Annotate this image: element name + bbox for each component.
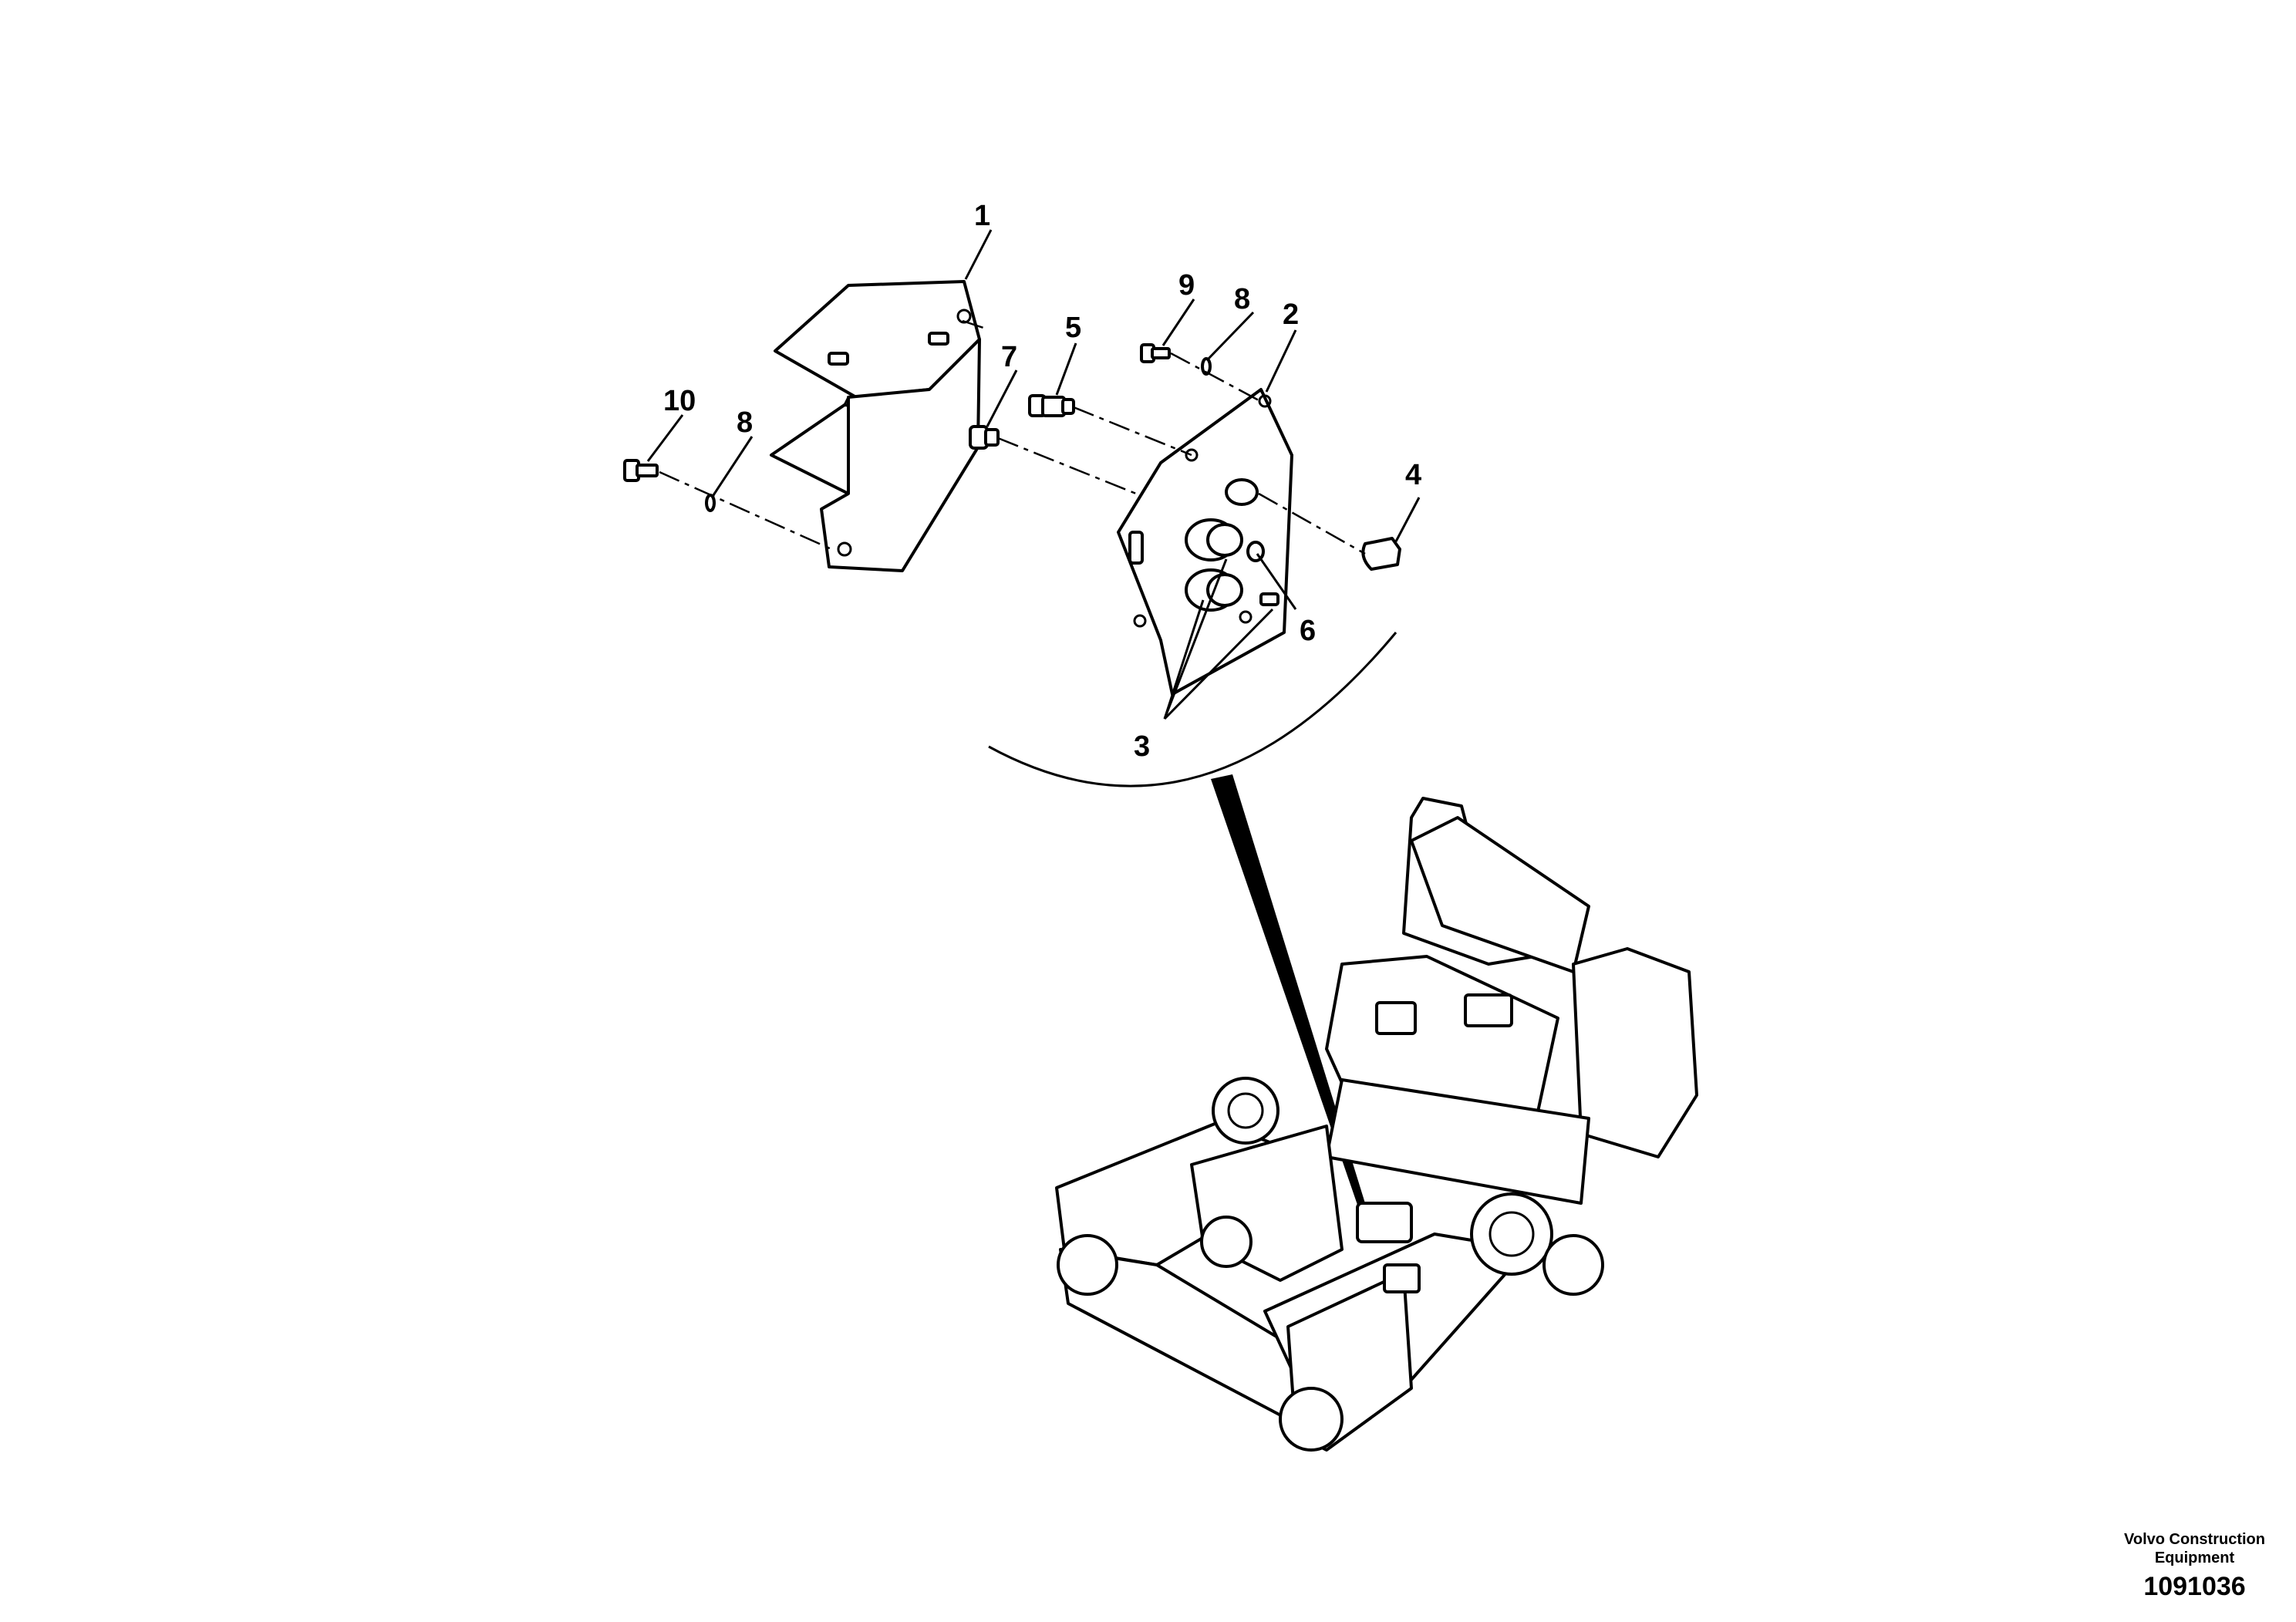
drawing-number: 1091036 (2143, 1572, 2246, 1601)
callout-2: 2 (1283, 298, 1299, 331)
adapter-part (1028, 394, 1075, 417)
screw-part-9 (1140, 343, 1171, 363)
callout-7: 7 (1001, 341, 1017, 373)
publisher-name-line2: Equipment (2154, 1549, 2235, 1566)
publisher-name-line1: Volvo Construction (2124, 1531, 2265, 1548)
callout-4: 4 (1405, 459, 1421, 491)
callout-1: 1 (974, 200, 990, 232)
callout-6: 6 (1300, 615, 1316, 647)
cap-part (1361, 537, 1401, 571)
machine-overview (1055, 797, 1698, 1452)
washer-part-b (1201, 357, 1212, 376)
screw-part-10 (623, 459, 659, 482)
publisher-block: Volvo Construction Equipment 1091036 (2124, 1530, 2265, 1603)
callout-8a: 8 (737, 406, 753, 439)
callout-3: 3 (1134, 730, 1150, 763)
callout-10: 10 (663, 385, 696, 417)
callout-5: 5 (1065, 312, 1081, 344)
washer-part-a (705, 494, 716, 512)
callout-leaders (646, 229, 1421, 720)
detail-arc (988, 632, 1397, 787)
callout-9: 9 (1178, 269, 1195, 302)
detail-pointer (1211, 774, 1365, 1205)
bracket-part (770, 280, 981, 572)
alignment-lines (659, 319, 1366, 555)
callout-8b: 8 (1234, 283, 1250, 315)
nipple-part (969, 425, 1000, 450)
